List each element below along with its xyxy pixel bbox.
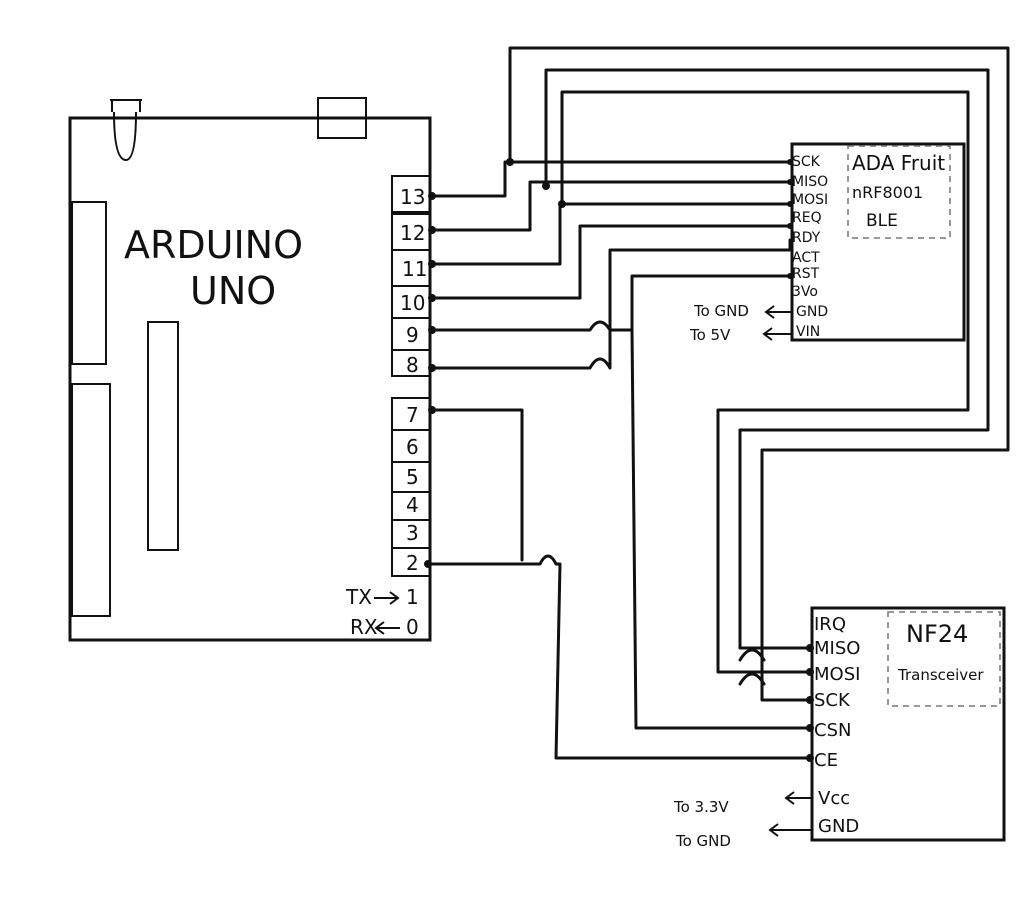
nrf24-pin-label: MISO bbox=[814, 638, 860, 659]
junction-dot bbox=[428, 406, 436, 414]
wire-d11-mosi bbox=[428, 90, 970, 674]
junction-dot bbox=[806, 644, 814, 652]
pin-label: 0 bbox=[406, 615, 419, 639]
wire-d7 bbox=[428, 408, 524, 562]
junction-dot bbox=[428, 326, 436, 334]
rx-arrow-icon bbox=[374, 621, 400, 635]
pin-cell-8 bbox=[391, 349, 431, 377]
ble-pin-label: RDY bbox=[792, 230, 821, 246]
junction-dot bbox=[806, 724, 814, 732]
nrf24-pin-label: CSN bbox=[814, 720, 851, 741]
nrf24-pin-label: GND bbox=[818, 816, 859, 837]
wire-d12-miso bbox=[428, 68, 990, 650]
ble-vin-note: To 5V bbox=[689, 326, 731, 344]
arduino-title-line1: ARDUINO bbox=[124, 223, 303, 267]
arduino-board: ARDUINO UNO 13 12 11 10 9 8 7 6 5 4 3 2 … bbox=[68, 97, 432, 642]
pin-label: 6 bbox=[406, 435, 419, 459]
tx-arrow-icon bbox=[374, 591, 400, 605]
junction-dot bbox=[787, 201, 793, 207]
wire-d13-sck bbox=[428, 46, 1010, 702]
wire-d10-req bbox=[428, 224, 792, 300]
pin-label: 2 bbox=[406, 551, 419, 575]
reset-button bbox=[110, 99, 142, 162]
wiring bbox=[428, 46, 1010, 760]
junction-dot bbox=[506, 158, 514, 166]
nrf24-title-line2: Transceiver bbox=[897, 666, 984, 684]
junction-dot bbox=[787, 273, 793, 279]
ble-pin-label: ACT bbox=[792, 250, 820, 266]
nrf24-label-area bbox=[887, 611, 1001, 707]
junction-dot bbox=[424, 560, 432, 568]
ble-pin-label: SCK bbox=[792, 154, 821, 170]
ble-pin-label: 3Vo bbox=[792, 284, 818, 300]
ble-pin-label: GND bbox=[796, 304, 828, 320]
gnd-arrow-icon bbox=[764, 305, 792, 319]
nrf24-pin-label: CE bbox=[814, 750, 838, 771]
pin-label: 1 bbox=[406, 585, 419, 609]
nrf24-outline bbox=[810, 606, 1006, 842]
arduino-outline bbox=[68, 116, 432, 642]
ble-gnd-note: To GND bbox=[693, 302, 749, 320]
nrf24-title-line1: NF24 bbox=[906, 620, 968, 648]
pin-label: 8 bbox=[406, 353, 419, 377]
ble-title-line1: ADA Fruit bbox=[852, 151, 945, 175]
junction-dot bbox=[428, 260, 436, 268]
usb-connector bbox=[317, 97, 367, 139]
wire-hop-mosi bbox=[738, 672, 766, 686]
ble-pin-label: MOSI bbox=[792, 192, 828, 208]
ble-label-area bbox=[847, 145, 951, 239]
wire-d9-rst-csn bbox=[428, 274, 814, 730]
arduino-title-line2: UNO bbox=[190, 269, 276, 313]
junction-dot bbox=[787, 179, 793, 185]
wire-d8-rdy bbox=[428, 238, 792, 370]
tx-label: TX bbox=[345, 585, 372, 609]
atmega-chip bbox=[147, 321, 179, 551]
junction-dot bbox=[558, 200, 566, 208]
vin-arrow-icon bbox=[762, 327, 792, 341]
junction-dot bbox=[428, 364, 436, 372]
junction-dot bbox=[806, 754, 814, 762]
ble-outline bbox=[790, 142, 966, 342]
nrf-gnd-arrow-icon bbox=[768, 823, 812, 837]
ble-pin-label: MISO bbox=[792, 174, 828, 190]
rx-label: RX bbox=[350, 615, 378, 639]
pin-label: 13 bbox=[400, 185, 425, 209]
ble-title-line2: nRF8001 bbox=[852, 183, 923, 202]
nrf24-pin-label: Vcc bbox=[818, 788, 850, 809]
pin-label: 3 bbox=[406, 521, 419, 545]
junction-dot bbox=[787, 223, 793, 229]
pin-label: 11 bbox=[402, 257, 427, 281]
nrf24-pin-label: SCK bbox=[814, 690, 851, 711]
pin-label: 10 bbox=[400, 291, 425, 315]
pin-label: 12 bbox=[400, 221, 425, 245]
junction-dot bbox=[787, 159, 793, 165]
junction-dot bbox=[542, 182, 550, 190]
ble-pin-label: RST bbox=[792, 266, 820, 282]
junction-dot bbox=[428, 226, 436, 234]
pin-label: 5 bbox=[406, 465, 419, 489]
wire-d2-ce bbox=[428, 554, 814, 760]
power-header bbox=[71, 383, 111, 617]
ble-pin-label: VIN bbox=[796, 324, 820, 340]
ble-title-line3: BLE bbox=[866, 211, 898, 231]
nrf24-pin-label: MOSI bbox=[814, 664, 860, 685]
junction-dot bbox=[806, 668, 814, 676]
ble-pin-label: REQ bbox=[792, 210, 822, 226]
pin-label: 9 bbox=[406, 323, 419, 347]
junctions bbox=[424, 158, 814, 762]
analog-header bbox=[71, 201, 107, 365]
vcc-arrow-icon bbox=[784, 791, 812, 805]
junction-dot bbox=[806, 696, 814, 704]
junction-dot bbox=[428, 192, 436, 200]
wire-hop-miso bbox=[738, 648, 766, 662]
nrf24-module: NF24 Transceiver IRQ MISO MOSI SCK CSN C… bbox=[673, 606, 1006, 850]
nrf24-pin-label: IRQ bbox=[814, 614, 846, 635]
pin-label: 7 bbox=[406, 403, 419, 427]
nrf24-vcc-note: To 3.3V bbox=[673, 798, 729, 816]
pin-label: 4 bbox=[406, 493, 419, 517]
ble-module: ADA Fruit nRF8001 BLE SCK MISO MOSI REQ … bbox=[689, 142, 966, 344]
nrf24-gnd-note: To GND bbox=[675, 832, 731, 850]
junction-dot bbox=[428, 294, 436, 302]
